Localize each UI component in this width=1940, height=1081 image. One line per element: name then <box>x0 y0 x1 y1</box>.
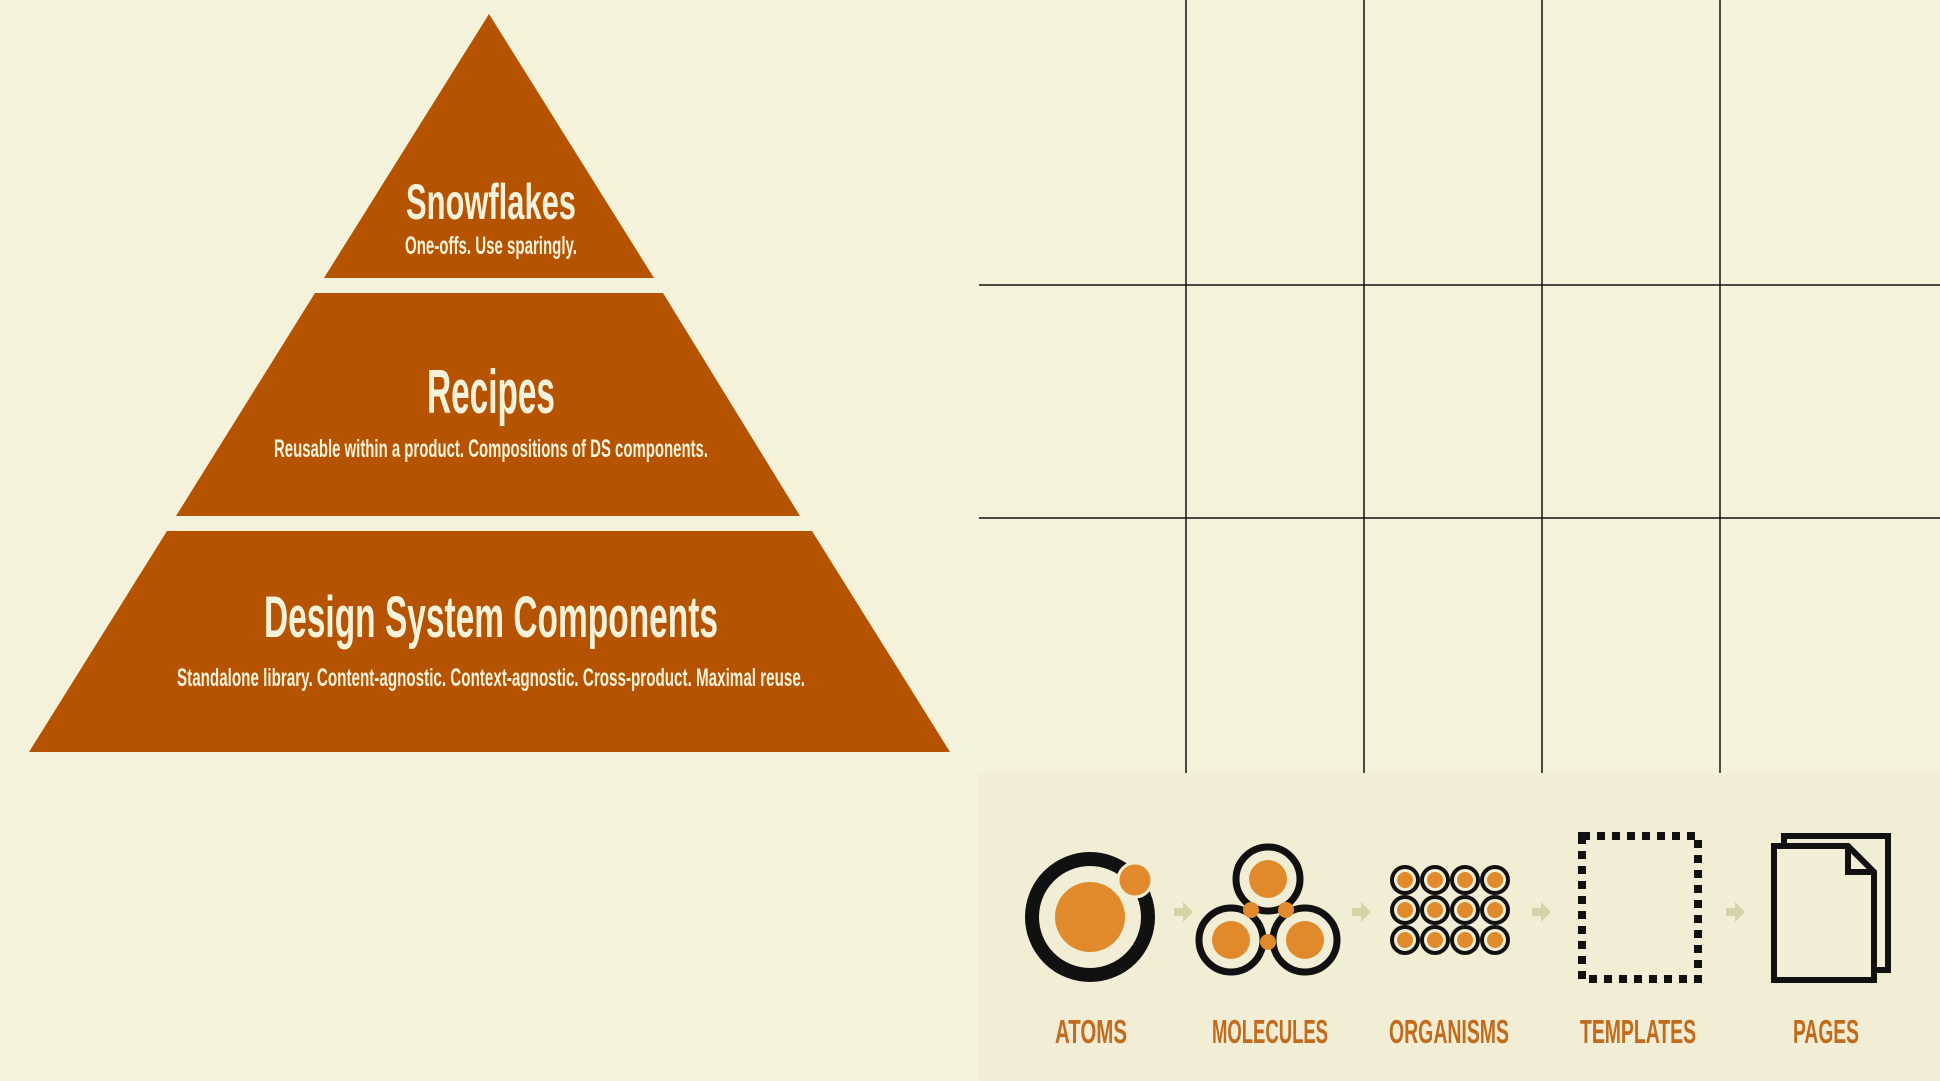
organism-cell-ring <box>1420 865 1450 895</box>
arrow-icon <box>1726 902 1745 922</box>
pyramid-tier-snowflakes <box>324 14 654 278</box>
organism-cell-dot <box>1397 902 1413 918</box>
organism-cell-dot <box>1397 872 1413 888</box>
organism-cell-dot <box>1427 872 1443 888</box>
stage-label-templates: TEMPLATES <box>1580 1013 1696 1050</box>
atomic-design-strip: ATOMS MOLECULES ORGANISMS TEMPLATES PAGE… <box>979 773 1940 1081</box>
organism-cell-dot <box>1457 932 1473 948</box>
organism-cell-ring <box>1390 895 1420 925</box>
tier-title-ds-components: Design System Components <box>264 585 718 650</box>
organism-cell-ring <box>1450 895 1480 925</box>
grid-lines <box>979 0 1940 773</box>
stage-label-atoms: ATOMS <box>1055 1013 1127 1050</box>
organism-cell-ring <box>1390 865 1420 895</box>
organism-cell-dot <box>1427 902 1443 918</box>
arrow-icon <box>1352 902 1371 922</box>
organism-cell-ring <box>1390 925 1420 955</box>
tier-title-recipes: Recipes <box>427 358 555 427</box>
stage-label-molecules: MOLECULES <box>1212 1013 1328 1050</box>
organism-icon <box>1390 865 1510 955</box>
arrow-icon <box>1532 902 1551 922</box>
molecule-icon <box>1195 843 1341 976</box>
organism-cell-dot <box>1457 872 1473 888</box>
pyramid-tier-recipes <box>176 293 800 516</box>
organism-cell-ring <box>1480 925 1510 955</box>
organism-cell-ring <box>1480 865 1510 895</box>
arrow-icon <box>1174 902 1193 922</box>
tier-subtitle-recipes: Reusable within a product. Compositions … <box>274 435 708 463</box>
organism-cell-dot <box>1487 932 1503 948</box>
stage-label-pages: PAGES <box>1793 1013 1859 1050</box>
pyramid-diagram: Snowflakes One-offs. Use sparingly. Reci… <box>29 14 950 752</box>
stage-label-organisms: ORGANISMS <box>1389 1013 1509 1050</box>
tier-subtitle-ds-components: Standalone library. Content-agnostic. Co… <box>177 664 805 692</box>
atom-icon <box>1025 852 1155 982</box>
pages-icon <box>1771 833 1891 983</box>
organism-cell-dot <box>1397 932 1413 948</box>
template-icon <box>1578 832 1702 983</box>
organism-cell-dot <box>1487 872 1503 888</box>
organism-cell-ring <box>1450 865 1480 895</box>
tier-title-snowflakes: Snowflakes <box>406 174 576 230</box>
organism-cell-dot <box>1427 932 1443 948</box>
tier-subtitle-snowflakes: One-offs. Use sparingly. <box>405 232 577 260</box>
organism-cell-dot <box>1487 902 1503 918</box>
organism-cell-ring <box>1420 895 1450 925</box>
organism-cell-ring <box>1450 925 1480 955</box>
pyramid-tier-ds-components <box>29 531 950 752</box>
organism-cell-ring <box>1420 925 1450 955</box>
organism-cell-dot <box>1457 902 1473 918</box>
organism-cell-ring <box>1480 895 1510 925</box>
